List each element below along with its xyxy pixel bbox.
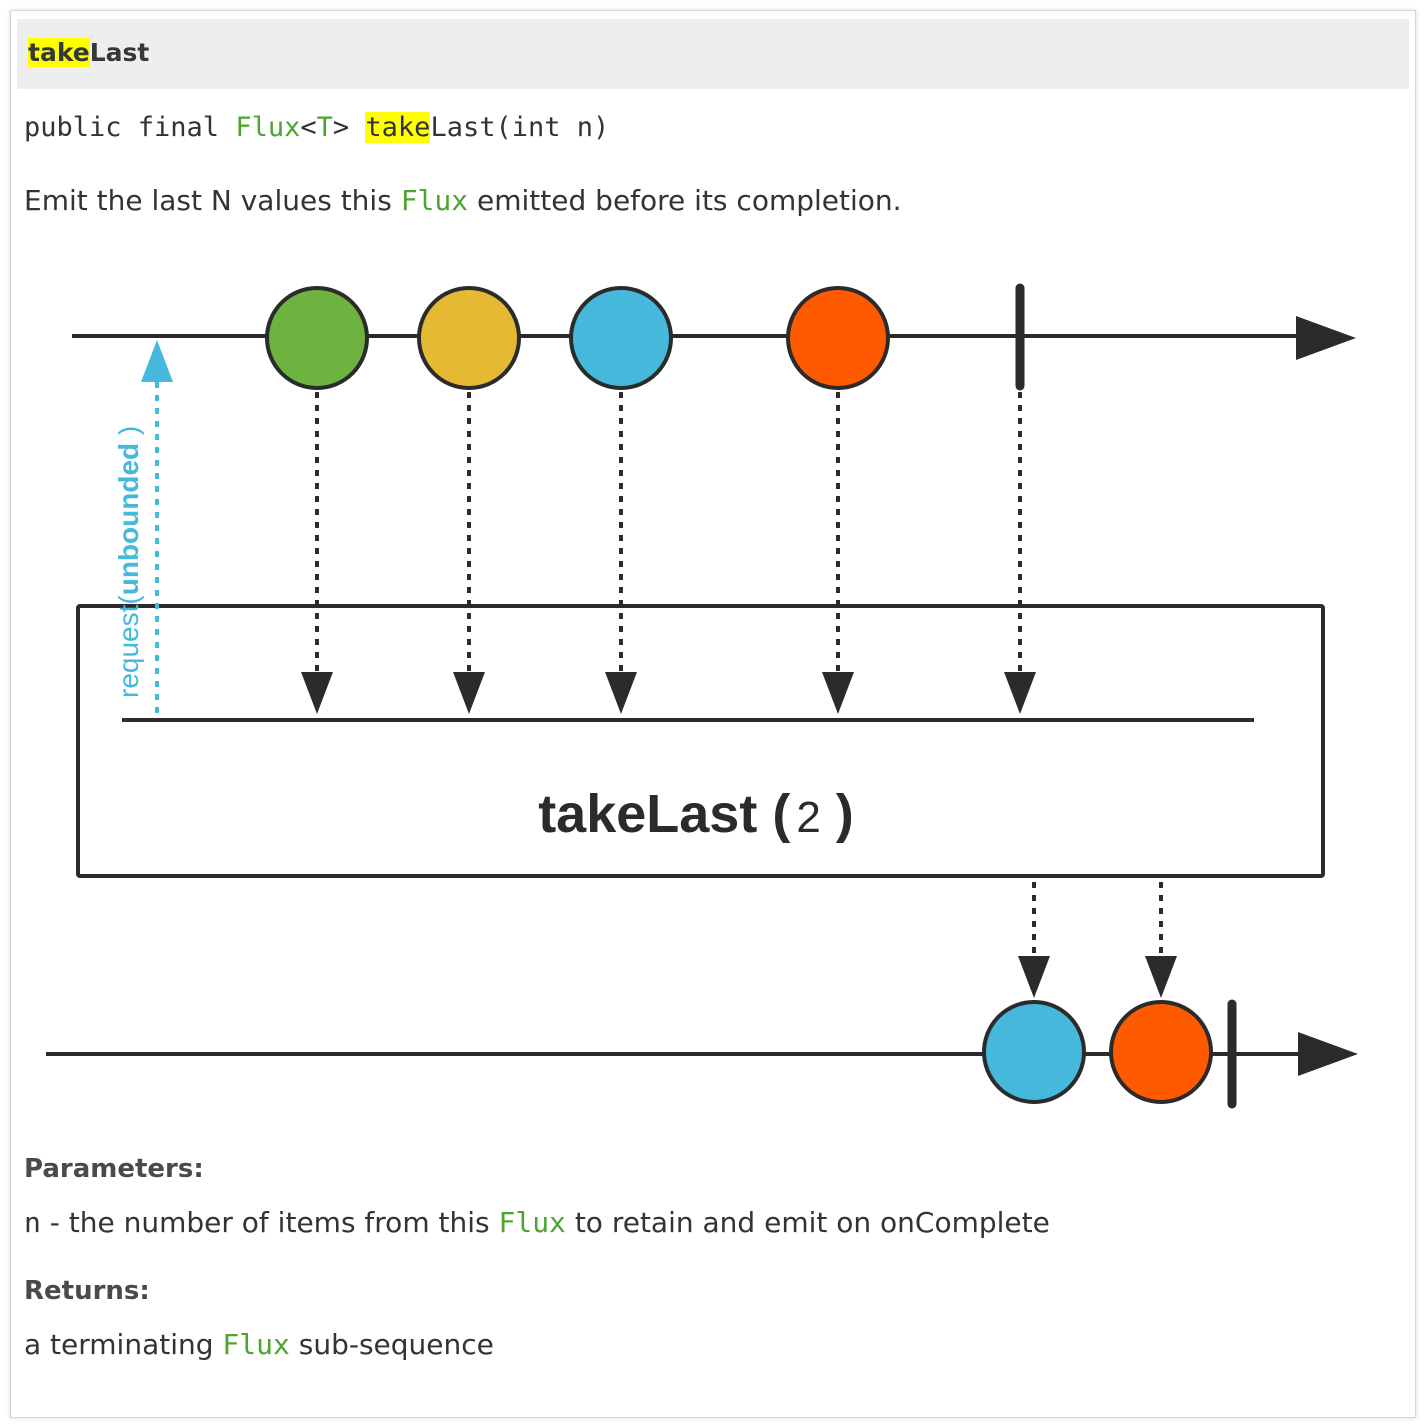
request-label-bold: unbounded <box>113 443 144 595</box>
parameter-text-before: - the number of items from this <box>40 1206 499 1239</box>
signature-method-rest: Last(int n) <box>430 112 610 143</box>
arrow-down-icon <box>822 672 854 714</box>
returns-label: Returns: <box>24 1276 150 1306</box>
method-signature: public final Flux<T> takeLast(int n) <box>24 112 609 143</box>
type-param-link[interactable]: T <box>316 112 333 143</box>
returns-description: a terminating Flux sub-sequence <box>24 1328 494 1361</box>
flux-link[interactable]: Flux <box>400 184 469 217</box>
request-label-prefix: request( <box>113 595 144 698</box>
method-detail-panel: takeLast <box>10 10 1416 1418</box>
method-title-rest: Last <box>89 38 150 67</box>
source-timeline-arrow-icon <box>1296 316 1356 360</box>
description-after: emitted before its completion. <box>468 184 902 217</box>
marble-orange <box>1109 1000 1213 1104</box>
marble-blue <box>569 286 673 390</box>
signature-modifiers: public final <box>24 112 236 143</box>
arrow-down-icon <box>605 672 637 714</box>
parameter-text-after: to retain and emit on onComplete <box>565 1206 1050 1239</box>
operator-label-open: ( <box>757 784 790 844</box>
type-close: > <box>332 112 366 143</box>
request-arrow-up-icon <box>141 340 173 382</box>
parameter-description: n - the number of items from this Flux t… <box>24 1206 1050 1239</box>
flux-link[interactable]: Flux <box>222 1328 290 1361</box>
parameters-label: Parameters: <box>24 1154 204 1184</box>
operator-label: takeLast (2 ) <box>538 784 854 844</box>
marble-yellow <box>417 286 521 390</box>
marble-blue <box>982 1000 1086 1104</box>
output-timeline-arrow-icon <box>1298 1032 1358 1076</box>
method-header: takeLast <box>17 19 1409 89</box>
type-open: < <box>300 112 317 143</box>
arrow-down-icon <box>301 672 333 714</box>
description-before: Emit the last N values this <box>24 184 401 217</box>
request-label: request(unbounded ) <box>113 426 144 698</box>
arrow-down-icon <box>453 672 485 714</box>
arrow-down-icon <box>1004 672 1036 714</box>
output-drop-lines <box>1032 882 1163 956</box>
operator-label-close: ) <box>821 784 854 844</box>
parameter-name: n <box>24 1206 41 1239</box>
drop-arrowheads <box>301 672 1036 714</box>
operator-label-arg: 2 <box>796 793 820 842</box>
marble-green <box>265 286 369 390</box>
search-highlight: take <box>28 38 90 67</box>
operator-box <box>76 604 1325 878</box>
flux-link[interactable]: Flux <box>498 1206 566 1239</box>
marble-diagram: request(unbounded ) takeLast (2 ) <box>46 283 1358 1109</box>
request-label-suffix: ) <box>113 426 144 443</box>
emission-drop-lines <box>315 392 1022 672</box>
returns-text-after: sub-sequence <box>289 1328 494 1361</box>
return-type-link[interactable]: Flux <box>235 112 301 143</box>
marble-orange <box>786 286 890 390</box>
method-description: Emit the last N values this Flux emitted… <box>24 184 902 217</box>
returns-text-before: a terminating <box>24 1328 223 1361</box>
arrow-down-icon <box>1018 956 1050 998</box>
arrow-down-icon <box>1145 956 1177 998</box>
operator-label-name: takeLast <box>538 784 757 844</box>
signature-search-highlight: take <box>365 112 431 143</box>
